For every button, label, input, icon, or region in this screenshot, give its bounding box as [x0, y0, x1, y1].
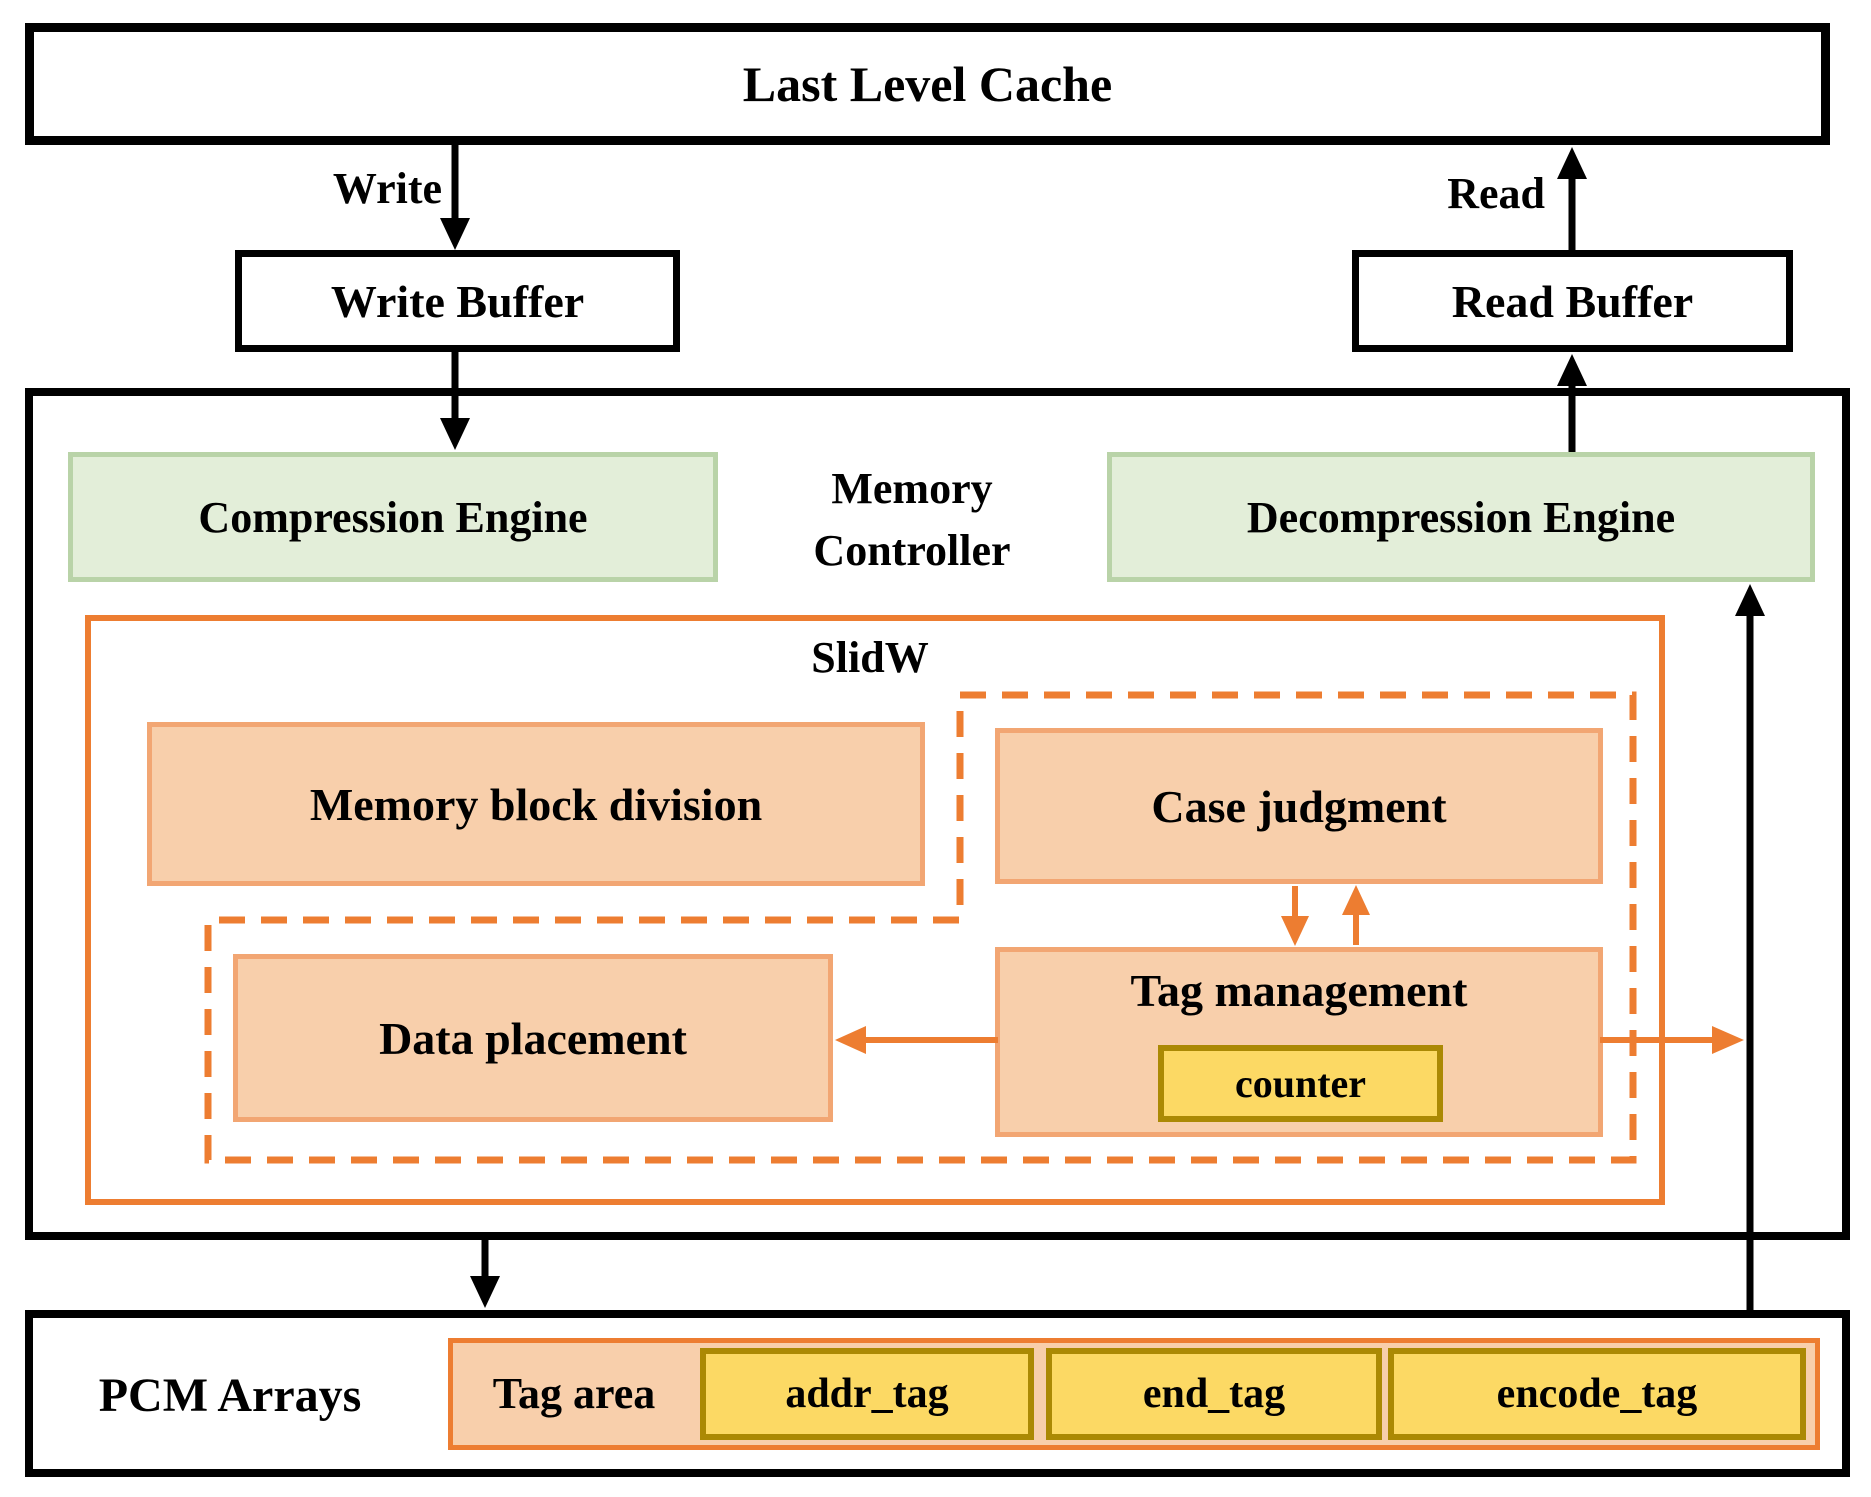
tag-area-label: Tag area: [492, 1369, 656, 1418]
addr-tag-label: addr_tag: [785, 1371, 949, 1417]
memory-block-division-label: Memory block division: [309, 778, 763, 830]
slidw-box: [85, 615, 1665, 1205]
llc-to-write-buffer-arrowhead: [440, 218, 470, 250]
case-judgment-box: Case judgment: [995, 728, 1603, 884]
write-buffer-label: Write Buffer: [330, 275, 585, 327]
read-buffer-label: Read Buffer: [1451, 275, 1694, 327]
read-buffer-to-llc-arrowhead: [1557, 147, 1587, 179]
encode-tag-label: encode_tag: [1496, 1371, 1698, 1417]
last-level-cache-label: Last Level Cache: [742, 56, 1113, 112]
decompression-engine-label: Decompression Engine: [1246, 492, 1676, 542]
read-buffer-box: Read Buffer: [1352, 250, 1793, 352]
memory-controller-label-line1: Memory: [831, 463, 993, 513]
case-judgment-label: Case judgment: [1151, 780, 1447, 832]
end-tag-box: end_tag: [1046, 1348, 1382, 1440]
last-level-cache-box: Last Level Cache: [25, 23, 1830, 145]
memory-controller-label: Memory Controller: [762, 452, 1062, 588]
memory-block-division-box: Memory block division: [147, 722, 925, 886]
data-placement-box: Data placement: [233, 954, 833, 1122]
read-label: Read: [1447, 168, 1545, 218]
data-placement-label: Data placement: [379, 1012, 687, 1064]
write-label: Write: [332, 163, 442, 213]
tag-management-label: Tag management: [1130, 965, 1468, 1016]
counter-box: counter: [1158, 1045, 1443, 1122]
write-buffer-box: Write Buffer: [235, 250, 680, 352]
end-tag-label: end_tag: [1142, 1371, 1286, 1417]
decompression-to-read-buffer-arrowhead: [1557, 354, 1587, 386]
compression-engine-label: Compression Engine: [198, 492, 588, 542]
pcm-arrays-label: PCM Arrays: [98, 1368, 362, 1422]
memory-controller-label-line2: Controller: [813, 526, 1011, 575]
decompression-engine-box: Decompression Engine: [1107, 452, 1815, 582]
addr-tag-box: addr_tag: [700, 1348, 1034, 1440]
counter-label: counter: [1234, 1061, 1367, 1106]
slidw-label: SlidW: [811, 632, 929, 682]
controller-to-pcm-arrowhead: [470, 1276, 500, 1308]
compression-engine-box: Compression Engine: [68, 452, 718, 582]
encode-tag-box: encode_tag: [1388, 1348, 1806, 1440]
